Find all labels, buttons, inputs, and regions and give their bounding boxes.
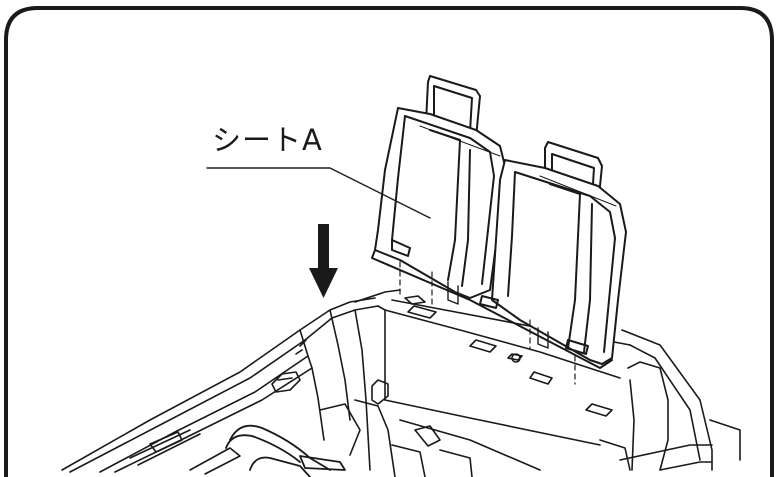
steering-wheel	[225, 424, 346, 477]
car-body-right	[599, 329, 741, 471]
seat-base	[319, 289, 631, 477]
down-arrow-icon	[309, 224, 338, 298]
callout-leader	[206, 167, 431, 219]
seat-a	[371, 75, 627, 385]
frame-border	[4, 6, 774, 477]
seat-a-label: シートA	[212, 123, 323, 157]
car-body-left	[61, 297, 379, 475]
